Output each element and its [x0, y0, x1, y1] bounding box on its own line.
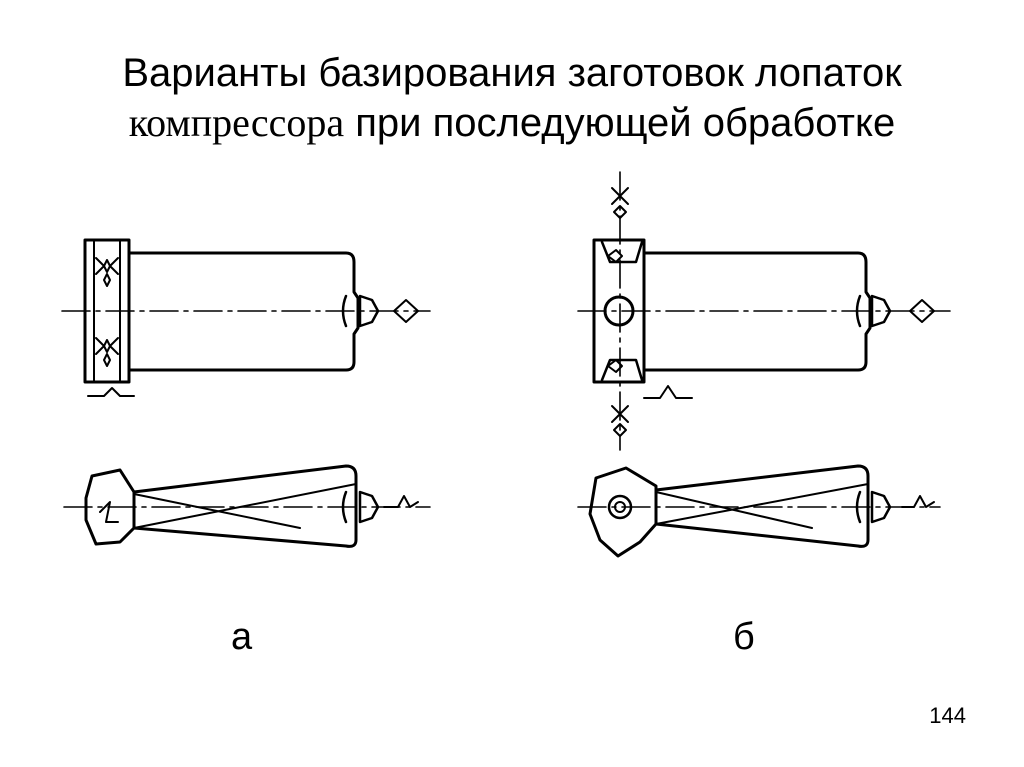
- title-line-2-rest: при последующей обработке: [344, 101, 896, 145]
- variant-a-body: [127, 251, 360, 372]
- variant-b-body: [642, 251, 872, 372]
- title-line-1: Варианты базирования заготовок лопаток: [122, 51, 902, 95]
- variant-b-blade-twist: [655, 483, 869, 529]
- variant-b-label: б: [733, 616, 755, 658]
- variant-b-top-notch: [600, 240, 644, 264]
- variant-a-clamp-lower: [95, 337, 119, 367]
- variant-b-top-pad: [607, 249, 623, 263]
- variant-a-clamp-upper: [95, 257, 119, 287]
- variant-b-top-view: [577, 171, 951, 451]
- slide-title: Варианты базирования заготовок лопаток к…: [0, 48, 1024, 148]
- title-line-2: компрессора при последующей обработке: [0, 98, 1024, 148]
- variant-b-bottom-notch: [600, 358, 644, 382]
- variant-b-bottom-view: [577, 464, 941, 558]
- page-number: 144: [929, 703, 966, 728]
- variant-a-blade-profile: [132, 464, 358, 548]
- variant-a-label: а: [231, 616, 253, 658]
- variant-a-tip-mark: [383, 495, 419, 508]
- variant-a-root-profile: [84, 468, 136, 546]
- variant-a-blade-twist: [133, 483, 357, 529]
- variant-b-support-mark: [643, 385, 693, 399]
- variant-a-top-view: [61, 238, 431, 397]
- title-word-serif: компрессора: [128, 100, 345, 145]
- variant-a-root-mark: [99, 501, 119, 523]
- variant-a-bottom-view: [63, 464, 431, 548]
- variant-a-support-mark: [87, 387, 135, 397]
- variant-b-bottom-pad: [607, 359, 623, 373]
- variant-b-tip-mark: [901, 495, 935, 508]
- variant-b-root-profile: [588, 466, 658, 558]
- variant-b-blade-profile: [654, 464, 870, 548]
